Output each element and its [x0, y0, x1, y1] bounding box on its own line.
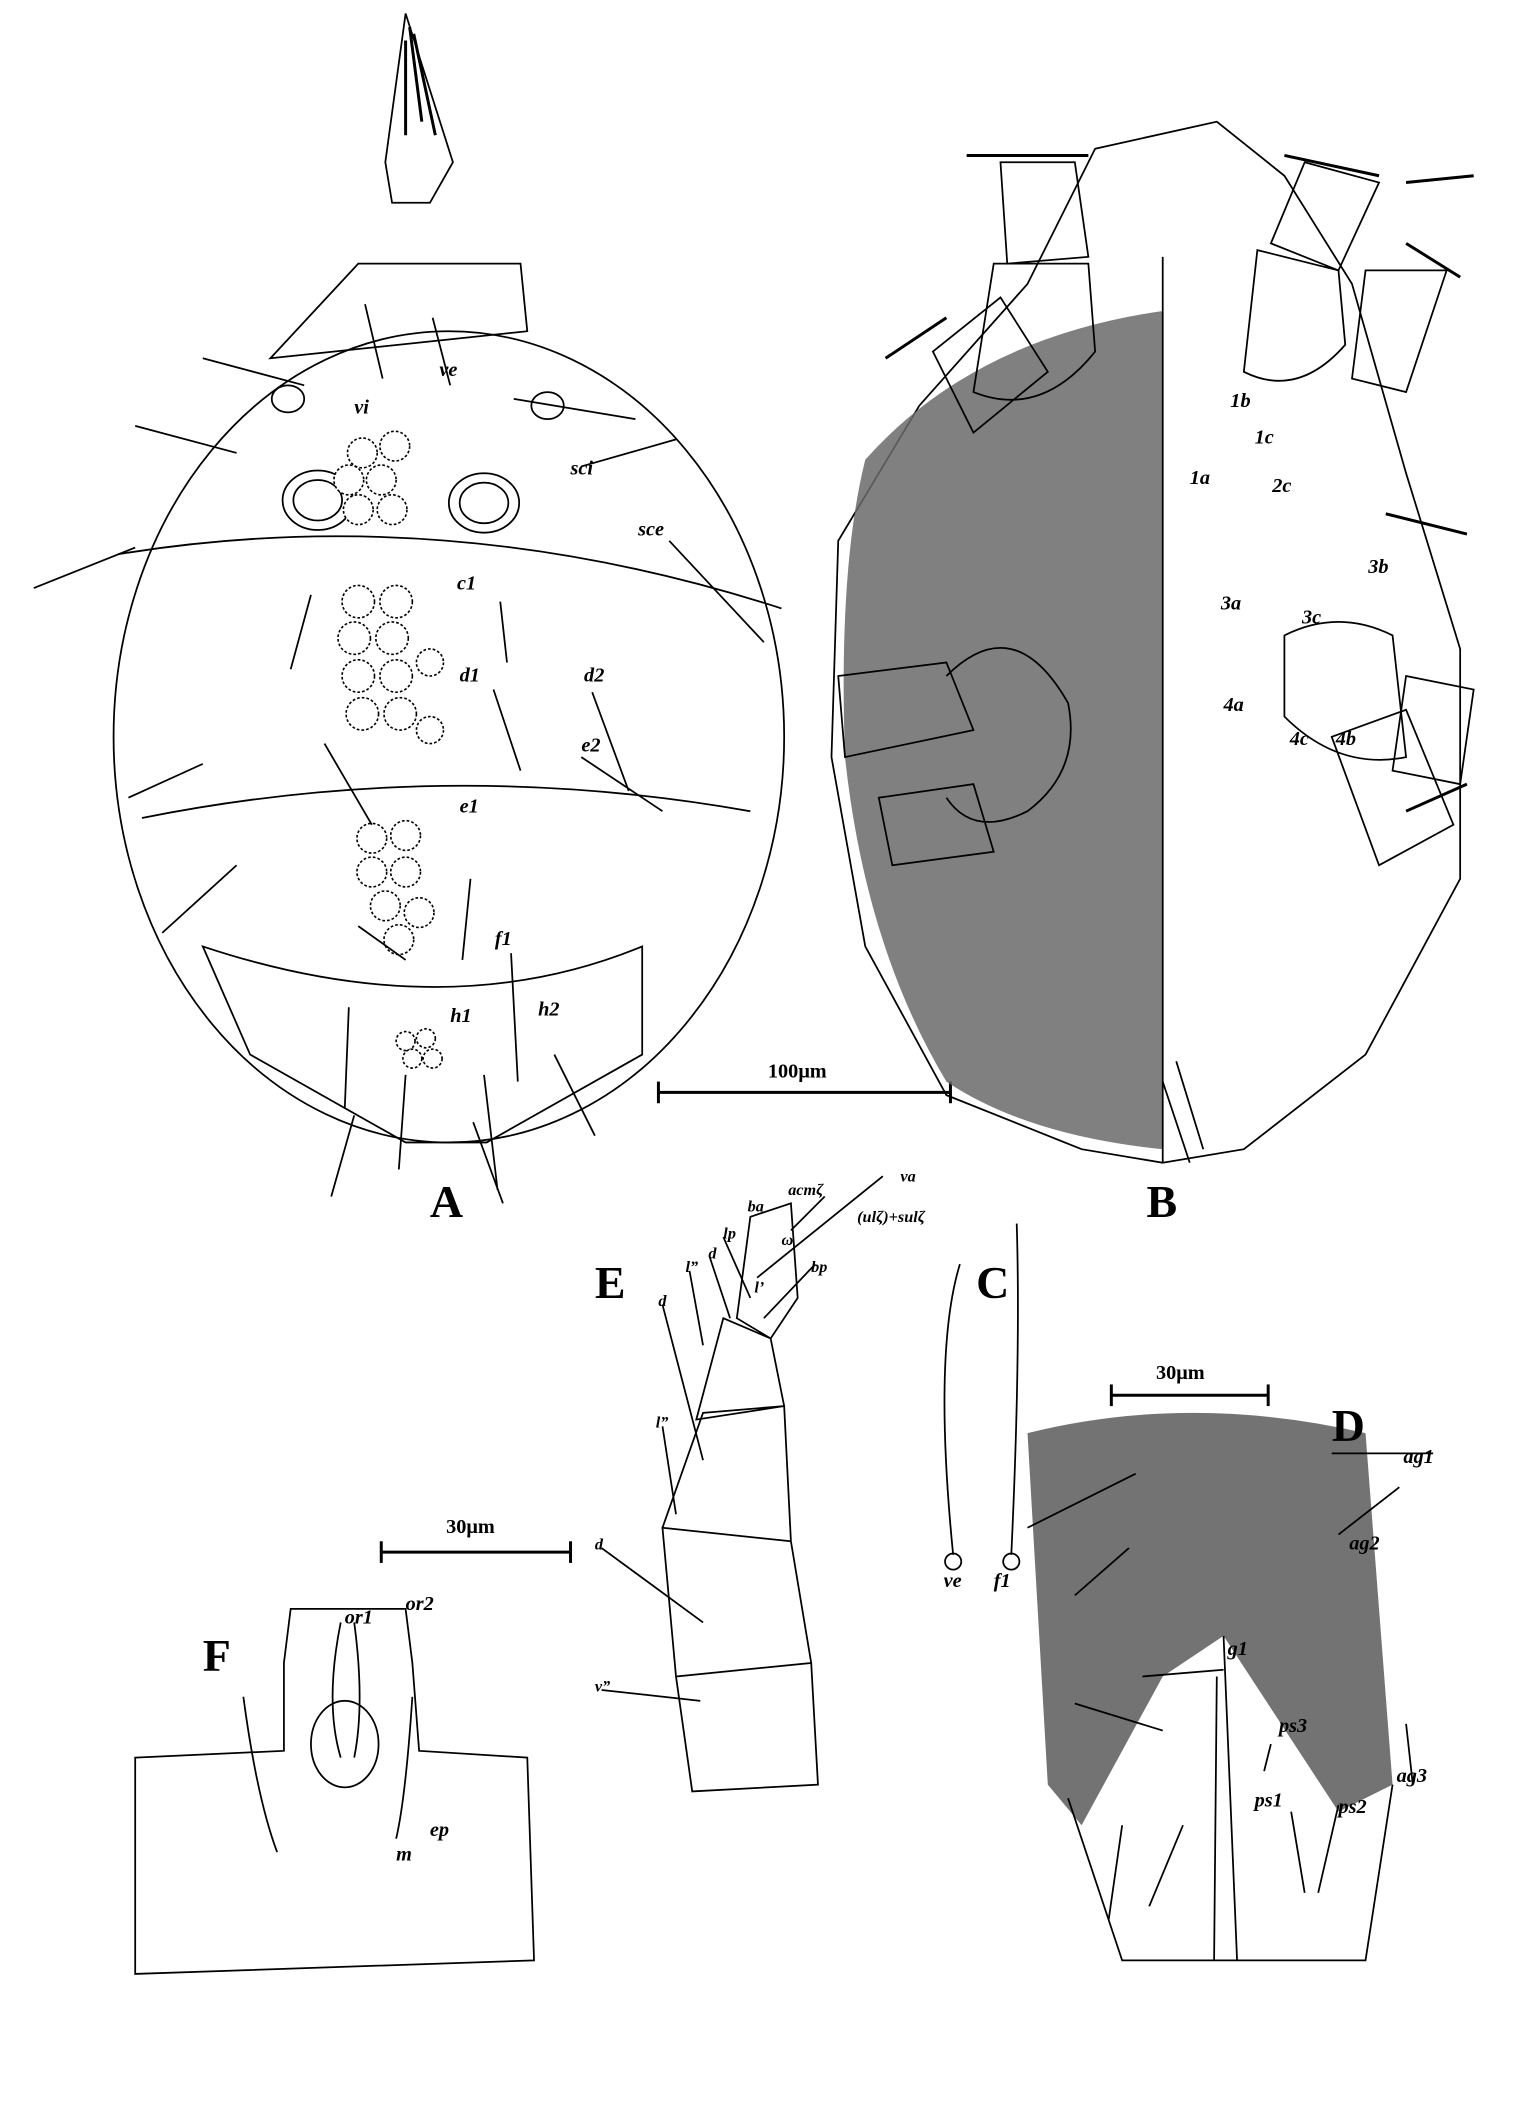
svg-text:ve: ve — [944, 1570, 962, 1592]
svg-text:or1: or1 — [345, 1607, 373, 1629]
seta-label-sci: sci — [570, 458, 594, 480]
seta-label-c1: c1 — [457, 572, 476, 594]
svg-text:l”: l” — [685, 1258, 698, 1276]
svg-text:g1: g1 — [1227, 1638, 1248, 1660]
panel-f-subcapitulum: 30μm or1 or2 m ep F — [134, 1516, 573, 1975]
seta-label-sce: sce — [637, 518, 664, 540]
svg-text:3b: 3b — [1367, 556, 1388, 578]
panel-label-f: F — [203, 1630, 231, 1681]
svg-text:bp: bp — [811, 1258, 827, 1276]
svg-text:2c: 2c — [1271, 475, 1291, 497]
seta-label-h1: h1 — [450, 1005, 471, 1027]
svg-text:100μm: 100μm — [768, 1061, 827, 1083]
svg-text:1c: 1c — [1255, 426, 1274, 448]
svg-text:or2: or2 — [406, 1593, 434, 1615]
svg-text:va: va — [900, 1168, 915, 1186]
svg-text:ep: ep — [430, 1819, 449, 1841]
svg-text:3c: 3c — [1301, 606, 1321, 628]
svg-text:3a: 3a — [1220, 593, 1241, 615]
svg-text:l’: l’ — [754, 1279, 764, 1297]
panel-e-leg: va acmζ (ulζ)+sulζ ba lp ω d bp l” l’ d … — [595, 1168, 926, 1793]
svg-text:(ulζ)+sulζ: (ulζ)+sulζ — [857, 1208, 926, 1226]
svg-text:ps1: ps1 — [1253, 1789, 1283, 1811]
svg-text:ag1: ag1 — [1403, 1446, 1433, 1468]
seta-label-f1: f1 — [495, 928, 512, 950]
panel-a-dorsal-view: ve vi sci sce c1 d1 d2 e2 e1 f1 h1 h2 A — [33, 13, 786, 1227]
panel-d-anogenital-region: 30μm ag1 ag2 g1 ps3 ag3 ps1 ps2 D — [1027, 1362, 1434, 1962]
panel-label-a: A — [430, 1176, 463, 1227]
seta-label-h2: h2 — [538, 998, 559, 1020]
seta-label-vi: vi — [354, 397, 369, 419]
svg-text:4b: 4b — [1335, 728, 1356, 750]
svg-text:1b: 1b — [1230, 390, 1250, 412]
svg-text:4c: 4c — [1289, 728, 1309, 750]
svg-text:acmζ: acmζ — [788, 1181, 824, 1199]
panel-label-e: E — [595, 1257, 626, 1308]
panel-label-b: B — [1146, 1176, 1177, 1227]
svg-text:4a: 4a — [1223, 694, 1244, 716]
svg-text:ω: ω — [781, 1231, 793, 1249]
scale-bar-100um: 100μm — [656, 1061, 952, 1104]
seta-label-d2: d2 — [584, 664, 604, 686]
svg-text:f1: f1 — [994, 1570, 1011, 1592]
svg-text:1a: 1a — [1190, 467, 1210, 489]
svg-text:d: d — [708, 1245, 717, 1263]
svg-text:d: d — [658, 1292, 667, 1310]
svg-text:lp: lp — [723, 1224, 736, 1242]
seta-label-e2: e2 — [581, 735, 600, 757]
seta-label-ve: ve — [439, 359, 457, 381]
svg-text:ag2: ag2 — [1349, 1532, 1379, 1554]
svg-text:ba: ba — [748, 1197, 764, 1215]
svg-text:30μm: 30μm — [446, 1516, 495, 1538]
svg-text:ps2: ps2 — [1336, 1796, 1366, 1818]
svg-text:d: d — [595, 1535, 604, 1553]
panel-c-setae: ve f1 C — [943, 1223, 1021, 1592]
svg-text:ag3: ag3 — [1397, 1765, 1427, 1787]
panel-label-c: C — [976, 1257, 1009, 1308]
svg-text:m: m — [396, 1843, 412, 1865]
svg-text:ps3: ps3 — [1277, 1715, 1307, 1737]
svg-text:v”: v” — [595, 1677, 610, 1695]
svg-text:30μm: 30μm — [1156, 1362, 1205, 1384]
panel-label-d: D — [1332, 1400, 1365, 1451]
seta-label-e1: e1 — [460, 796, 479, 818]
panel-b-ventral-view: 1b 1c 1a 2c 3a 3b 3c 4a 4c 4b B — [830, 120, 1475, 1227]
seta-label-d1: d1 — [460, 664, 480, 686]
svg-text:l”: l” — [656, 1414, 669, 1432]
